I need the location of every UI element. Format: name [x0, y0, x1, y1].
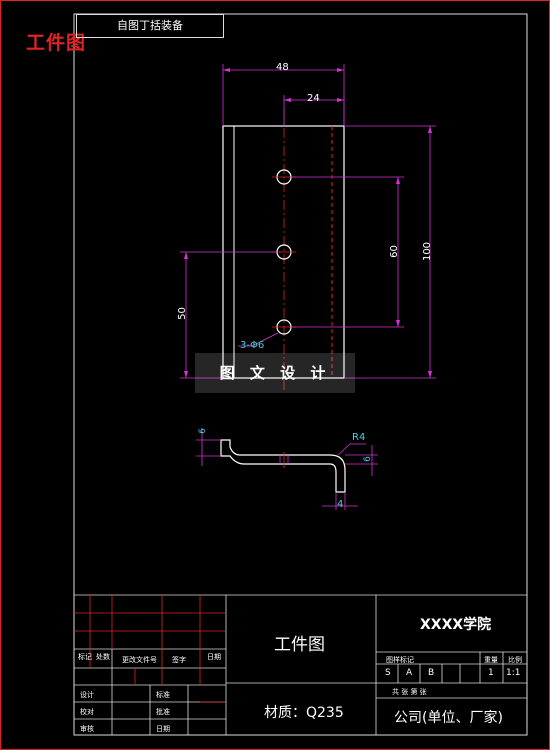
- flange-label: 4: [337, 499, 344, 510]
- label-std: 标准: [156, 691, 170, 699]
- label-weight: 重量: [484, 656, 498, 664]
- label-sheets: 共 张 第 张: [392, 688, 427, 696]
- label-change: 更改文件号: [122, 656, 157, 664]
- dimension-lines: [180, 64, 436, 379]
- dim-48-label: 48: [276, 62, 289, 73]
- label-ratio: 比例: [508, 656, 522, 664]
- label-mark: 标记: [78, 653, 92, 661]
- side-dimension-lines: [196, 428, 378, 510]
- label-review: 审核: [80, 725, 94, 733]
- label-place: 处数: [96, 653, 110, 661]
- thk-left-label: 6: [197, 428, 208, 434]
- radius-label: R4: [352, 432, 366, 443]
- title-block: [74, 594, 527, 735]
- label-date2: 日期: [207, 653, 221, 661]
- label-proof: 校对: [80, 708, 94, 716]
- stamp-box: 自图丁括装备: [76, 14, 224, 38]
- dim-24-label: 24: [307, 93, 320, 104]
- inner-frame: [73, 13, 528, 736]
- dim-50-label: 50: [176, 307, 188, 320]
- thk-right-label: 6: [362, 456, 373, 462]
- dim-100-label: 100: [422, 241, 434, 262]
- title-block-red-grid: [74, 595, 226, 703]
- holes-label: 3-Φ6: [240, 340, 265, 351]
- label-approve: 批准: [156, 708, 170, 716]
- dim-60-label: 60: [388, 245, 400, 258]
- stage-s: S: [385, 668, 391, 678]
- material: 材质：Q235: [264, 705, 344, 721]
- dimension-arrows: [184, 68, 432, 378]
- company: 公司(单位、厂家): [394, 710, 503, 726]
- count-value: 1: [488, 668, 494, 678]
- watermark: 图 文 设 计: [195, 353, 355, 393]
- label-design: 设计: [80, 691, 94, 699]
- side-view: [220, 439, 346, 493]
- label-date: 日期: [156, 725, 170, 733]
- overlay-title: 工件图: [26, 32, 87, 54]
- drawing-name: 工件图: [274, 635, 325, 655]
- scale-value: 1:1: [506, 668, 521, 678]
- school: XXXX学院: [420, 617, 492, 633]
- label-sign: 签字: [172, 656, 186, 664]
- stage-a: A: [406, 668, 413, 678]
- label-stage: 图样标记: [386, 656, 414, 664]
- stage-b: B: [428, 668, 435, 678]
